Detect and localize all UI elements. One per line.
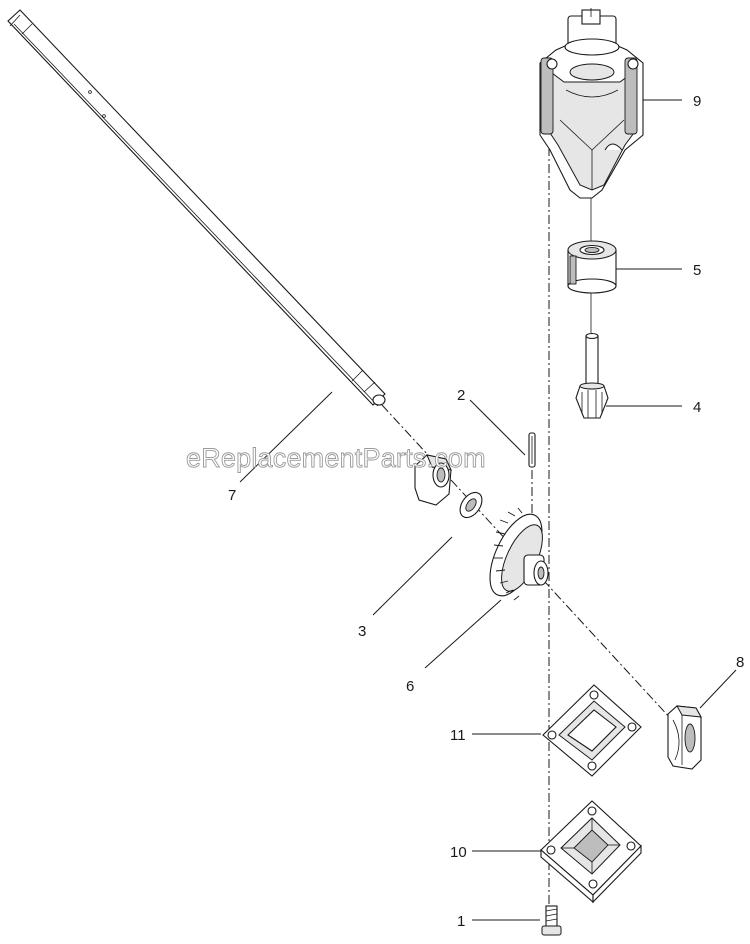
callout-6: 6 — [406, 678, 414, 695]
callout-4: 4 — [693, 399, 701, 416]
callout-1: 1 — [457, 913, 465, 930]
gear-housing-icon — [539, 8, 644, 199]
callout-5: 5 — [693, 262, 701, 279]
bushing-icon — [667, 705, 702, 770]
pin-icon — [528, 432, 536, 468]
callout-3: 3 — [358, 623, 366, 640]
leader-lines — [239, 99, 737, 921]
bearing-icon — [567, 240, 617, 294]
washer-icon — [459, 491, 483, 519]
callout-11: 11 — [450, 727, 466, 744]
pinion-shaft-icon — [575, 332, 609, 419]
watermark-text: eReplacementParts.com — [186, 443, 486, 473]
cover-plate-icon — [540, 800, 642, 904]
shaft-bushing-icon — [414, 454, 452, 506]
screw-icon — [541, 905, 562, 936]
callout-7: 7 — [228, 487, 236, 504]
callout-9: 9 — [693, 93, 701, 110]
callout-10: 10 — [450, 844, 467, 861]
callout-8: 8 — [736, 654, 744, 671]
bevel-gear-icon — [489, 507, 549, 601]
gasket-icon — [542, 684, 642, 777]
drive-shaft-icon — [7, 9, 386, 407]
callout-2: 2 — [457, 387, 465, 404]
